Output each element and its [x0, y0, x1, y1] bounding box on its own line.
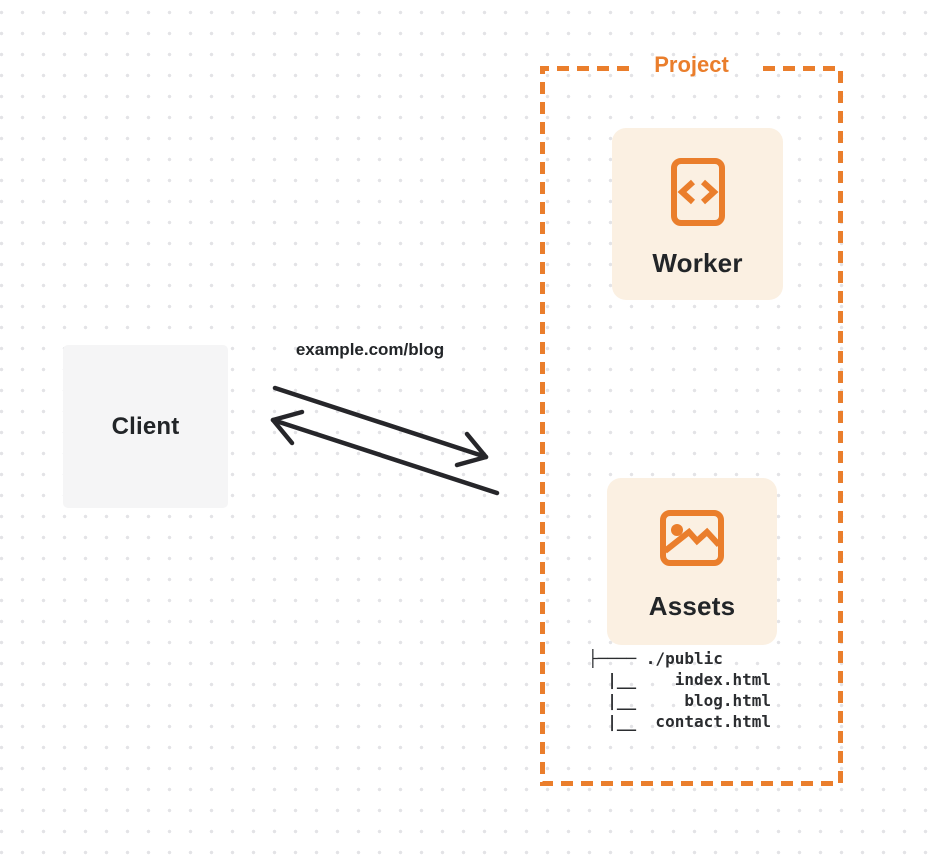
assets-card: Assets: [607, 478, 777, 645]
image-icon: [660, 510, 724, 571]
response-arrow: [270, 409, 500, 496]
assets-label: Assets: [648, 591, 736, 621]
assets-file-tree: ├──── ./public |__ index.html |__ blog.h…: [588, 649, 772, 731]
client-box: Client: [63, 345, 228, 508]
client-label: Client: [111, 412, 180, 440]
project-label: Project: [654, 52, 729, 77]
request-url-label: example.com/blog: [295, 340, 445, 359]
worker-label: Worker: [652, 248, 743, 278]
worker-card: Worker: [612, 128, 783, 300]
request-arrowhead: [454, 431, 489, 468]
response-arrowhead: [270, 409, 305, 446]
request-arrow: [272, 385, 489, 468]
code-file-icon: [670, 158, 725, 231]
